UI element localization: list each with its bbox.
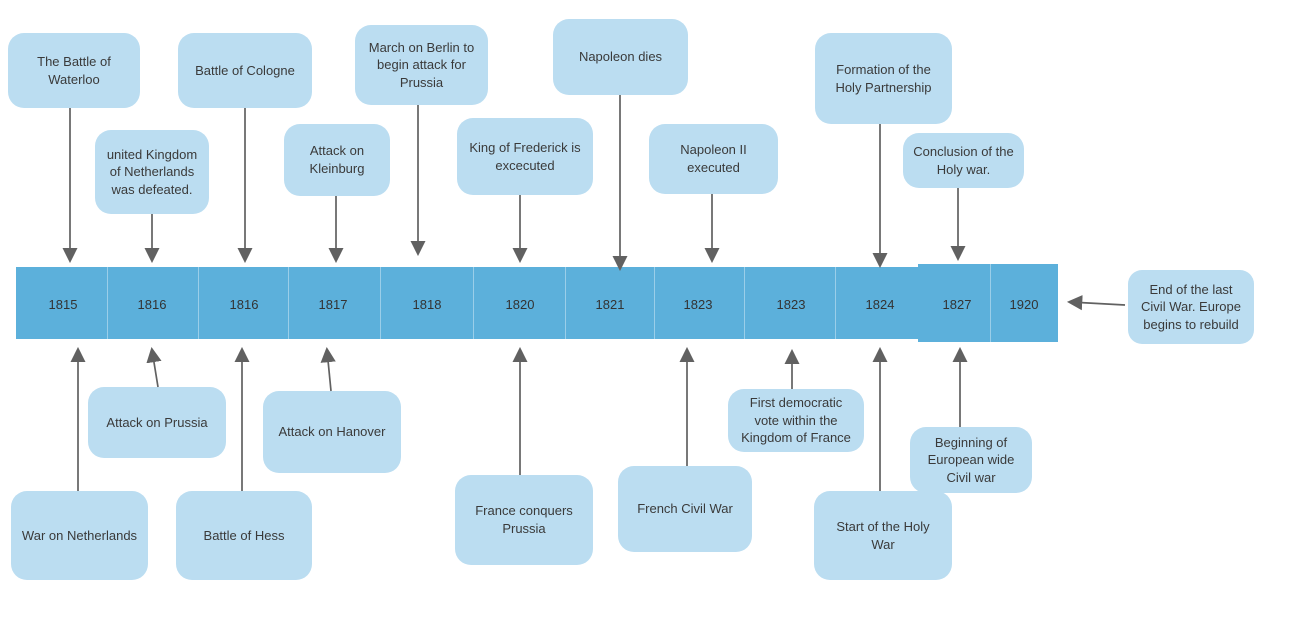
event-napoleon-dies: Napoleon dies [553,19,688,95]
year-label-3: 1817 [318,297,348,312]
year-label-4: 1818 [412,297,442,312]
timeline-bar [16,267,920,339]
event-attack-on-prussia: Attack on Prussia [88,387,226,458]
bar-segment-divider [198,267,199,339]
bar-segment-divider [473,267,474,339]
year-label-9: 1824 [865,297,895,312]
event-attack-on-hanover: Attack on Hanover [263,391,401,473]
event-holy-partnership: Formation of the Holy Partnership [815,33,952,124]
year-label-8: 1823 [776,297,806,312]
bar-segment-divider [380,267,381,339]
bar-segment-divider [990,264,991,342]
year-label-6: 1821 [595,297,625,312]
event-king-frederick-executed: King of Frederick is excecuted [457,118,593,195]
event-attack-on-kleinburg: Attack on Kleinburg [284,124,390,196]
event-battle-of-cologne: Battle of Cologne [178,33,312,108]
event-beginning-civil-war: Beginning of European wide Civil war [910,427,1032,493]
end-note-box: End of the last Civil War. Europe begins… [1128,270,1254,344]
event-napoleon-ii-executed: Napoleon II executed [649,124,778,194]
event-first-democratic-vote: First democratic vote within the Kingdom… [728,389,864,452]
year-label-1: 1816 [137,297,167,312]
event-conclusion-holy-war: Conclusion of the Holy war. [903,133,1024,188]
event-kingdom-netherlands-defeated: united Kingdom of Netherlands was defeat… [95,130,209,214]
bar-segment-divider [107,267,108,339]
event-war-on-netherlands: War on Netherlands [11,491,148,580]
year-label-7: 1823 [683,297,713,312]
bar-segment-divider [288,267,289,339]
bar-segment-divider [835,267,836,339]
year-label-5: 1820 [505,297,535,312]
timeline-bar-end-segment [918,264,1058,342]
event-start-of-holy-war: Start of the Holy War [814,491,952,580]
year-label-0: 1815 [48,297,78,312]
arrow-attack-prussia [146,346,162,388]
event-french-civil-war: French Civil War [618,466,752,552]
year-label-11: 1920 [1009,297,1039,312]
event-march-on-berlin: March on Berlin to begin attack for Prus… [355,25,488,105]
bar-segment-divider [565,267,566,339]
bar-segment-divider [744,267,745,339]
bar-segment-divider [654,267,655,339]
event-france-conquers-prussia: France conquers Prussia [455,475,593,565]
year-label-2: 1816 [229,297,259,312]
arrow-attack-hanover [320,346,336,392]
event-battle-of-hess: Battle of Hess [176,491,312,580]
year-label-10: 1827 [942,297,972,312]
event-battle-of-waterloo: The Battle of Waterloo [8,33,140,108]
arrow-end-note [1066,295,1126,311]
